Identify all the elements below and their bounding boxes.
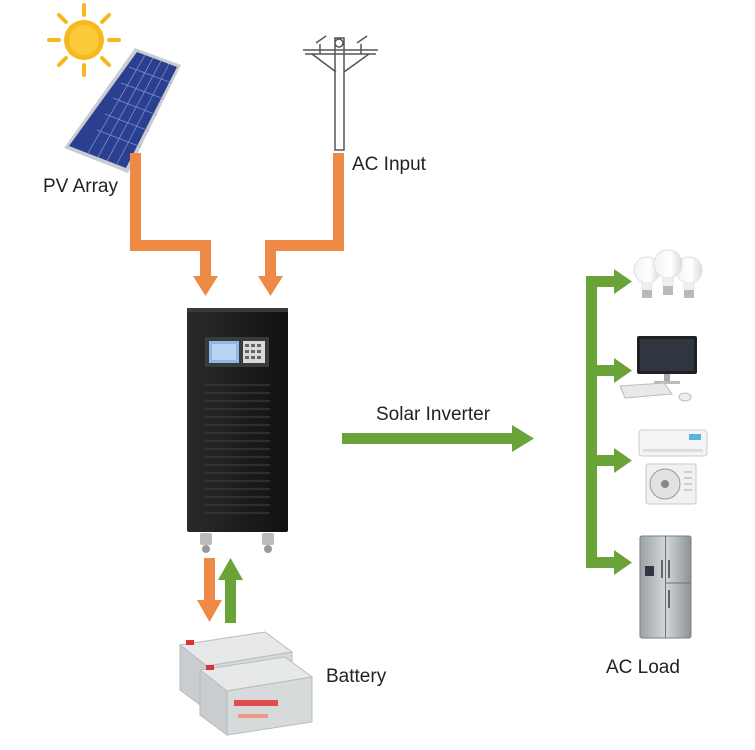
solar-panel-icon [64, 48, 181, 173]
ac-input-label: AC Input [352, 154, 426, 175]
inverter-to-battery-arrow [197, 558, 222, 622]
utility-pole-icon [303, 35, 378, 151]
battery-label: Battery [326, 666, 387, 687]
refrigerator-icon [639, 535, 692, 639]
solar-inverter-label: Solar Inverter [376, 404, 491, 425]
load-distribution-arrows [586, 269, 632, 575]
ac-load-label: AC Load [606, 657, 680, 678]
ac-input-to-inverter-arrow [258, 153, 344, 296]
light-bulbs-icon [633, 249, 703, 298]
pv-array-label: PV Array [43, 176, 118, 197]
battery-icon [178, 631, 314, 736]
sun-icon [47, 3, 121, 77]
battery-to-inverter-arrow [218, 558, 243, 623]
computer-icon [619, 336, 697, 402]
inverter-icon [187, 308, 288, 553]
pv-to-inverter-arrow [130, 153, 218, 296]
inverter-to-load-arrow [342, 425, 534, 452]
air-conditioner-icon [638, 429, 708, 505]
